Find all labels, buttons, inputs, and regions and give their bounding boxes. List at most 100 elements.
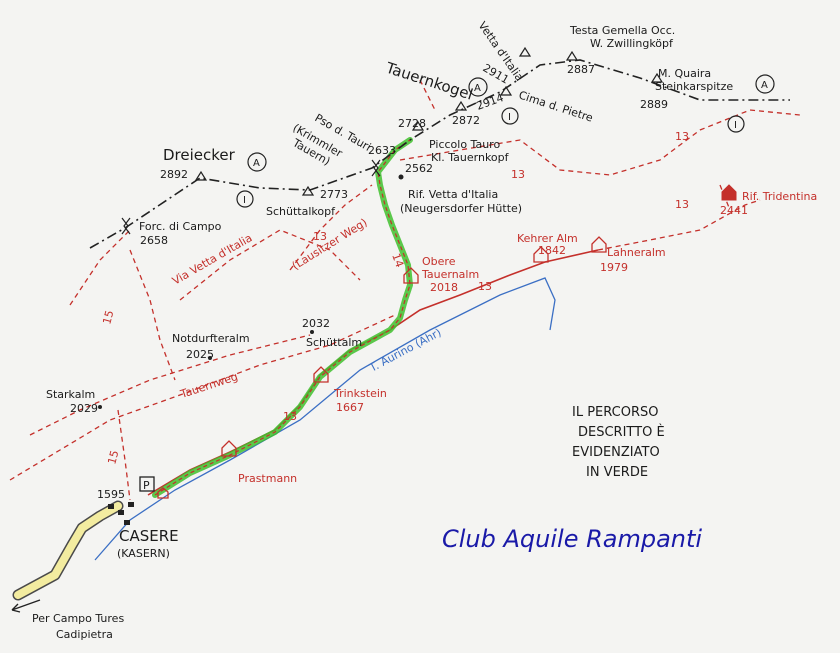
pass-marker (371, 159, 381, 177)
elev-lahneralm: 1979 (600, 261, 628, 274)
label-schuttalkopf: Schüttalkopf (266, 205, 336, 218)
label-testa-gemella-2: W. Zwillingköpf (590, 37, 674, 50)
trail-14-label: 14 (389, 252, 406, 270)
peak-testa-gemella (565, 50, 579, 61)
border-letter-markers: A I A I A I (236, 74, 775, 208)
peak-dreiecker (194, 170, 208, 181)
label-kehreralm: Kehrer Alm (517, 232, 578, 245)
peak-tauernkogel (454, 100, 468, 111)
marker-rif-vetta (398, 174, 404, 180)
label-via-vetta: Via Vetta d'Italia (170, 231, 254, 287)
elev-m-quaira: 2889 (640, 98, 668, 111)
note-line-1: IL PERCORSO (572, 405, 658, 420)
label-obere-tauernalm: Obere (422, 255, 456, 268)
building-3 (128, 502, 134, 507)
label-obere-tauernalm-2: Tauernalm (421, 268, 479, 281)
border-mark-a-1: A (253, 158, 260, 169)
elev-piccolo-tauro: 2728 (398, 117, 426, 130)
border-mark-a-2: A (474, 83, 481, 94)
parking-sign (139, 476, 155, 492)
label-cima-pietre: Cima d. Pietre (517, 88, 595, 124)
national-border (89, 59, 790, 249)
peak-m-quaira (650, 72, 664, 83)
label-m-quaira-2: Steinkarspitze (655, 80, 733, 93)
forcella-marker (121, 217, 131, 235)
peak-schuttalkopf (301, 185, 315, 196)
label-starkalm: Starkalm (46, 388, 95, 401)
label-dreiecker: Dreiecker (163, 146, 236, 164)
elev-tauernkogel: 2872 (452, 114, 480, 127)
label-testa-gemella: Testa Gemella Occ. (569, 24, 675, 37)
route-highlighted (152, 137, 413, 498)
label-kasern: (KASERN) (117, 547, 170, 560)
road-dest-line2: Cadipietra (56, 628, 113, 641)
label-schuttalm: Schüttalm (306, 336, 362, 349)
border-mark-i-3: I (734, 120, 737, 131)
label-m-quaira: M. Quaira (658, 67, 711, 80)
peak-piccolo-tauro (411, 120, 425, 131)
note-line-3: EVIDENZIATO (572, 445, 660, 460)
hut-trinkstein (313, 366, 329, 383)
building-4 (124, 520, 130, 525)
label-piccolo-tauro-2: Kl. Tauernkopf (431, 151, 510, 164)
note-line-2: DESCRITTO È (578, 424, 665, 440)
note-line-4: IN VERDE (586, 465, 648, 480)
peak-markers (194, 46, 664, 196)
label-lahneralm: Lahneralm (607, 246, 666, 259)
hut-rif-tridentina (721, 184, 737, 201)
marker-notdurfteralm (208, 356, 212, 360)
trail-15-label-a: 15 (100, 309, 116, 326)
elev-rif-tridentina: 2441 (720, 204, 748, 217)
peak-vetta-italia (518, 46, 532, 57)
trail-13-label-b: 13 (511, 168, 525, 181)
label-trinkstein: Trinkstein (333, 387, 387, 400)
label-forc-campo: Forc. di Campo (139, 220, 222, 233)
hut-casere (157, 487, 169, 499)
label-rif-tridentina: Rif. Tridentina (742, 190, 817, 203)
building-2 (118, 510, 124, 515)
elev-testa-gemella: 2887 (567, 63, 595, 76)
building-1 (108, 504, 114, 509)
hut-prastmann (221, 440, 237, 457)
road-arrow (11, 599, 41, 613)
hut-kehreralm (533, 246, 549, 263)
road-dest-line1: Per Campo Tures (32, 612, 124, 625)
elev-notdurfteralm: 2025 (186, 348, 214, 361)
trail-13-label-a: 13 (675, 130, 689, 143)
trail-15-label-b: 15 (105, 449, 121, 466)
club-name: Club Aquile Rampanti (442, 525, 702, 553)
elev-casere: 1595 (97, 488, 125, 501)
trail-13-label-f: 13 (283, 410, 297, 423)
elev-trinkstein: 1667 (336, 401, 364, 414)
elev-kehreralm: 1842 (538, 244, 566, 257)
label-casere: CASERE (119, 527, 179, 545)
peak-cima-pietre (499, 85, 513, 96)
hut-obere-tauernalm (403, 267, 419, 284)
elev-obere-tauernalm: 2018 (430, 281, 458, 294)
elev-passo-tauri: 2633 (368, 144, 396, 157)
trail-13-label-e: 13 (478, 280, 492, 293)
elev-rif-vetta: 2562 (405, 162, 433, 175)
parking-label: P (143, 479, 150, 492)
label-notdurfteralm: Notdurfteralm (172, 332, 250, 345)
elev-schuttalkopf: 2773 (320, 188, 348, 201)
point-markers (98, 174, 404, 525)
hut-lahneralm (591, 236, 607, 253)
hut-markers (157, 236, 607, 499)
trail-13-label-d: 13 (313, 230, 327, 243)
label-piccolo-tauro: Piccolo Tauro (429, 138, 500, 151)
marker-schuttalm (310, 330, 314, 334)
elev-forc-campo: 2658 (140, 234, 168, 247)
label-tauernweg: Tauernweg (178, 370, 239, 401)
border-mark-i-2: I (508, 112, 511, 123)
river-aurino (94, 277, 556, 561)
label-prastmann: Prastmann (238, 472, 297, 485)
trail-13-label-c: 13 (675, 198, 689, 211)
label-lausitzer: (Lausitzer Weg) (290, 216, 370, 273)
border-mark-i-1: I (243, 195, 246, 206)
label-rif-vetta: Rif. Vetta d'Italia (408, 188, 498, 201)
elev-starkalm: 2029 (70, 402, 98, 415)
marker-starkalm (98, 405, 102, 409)
